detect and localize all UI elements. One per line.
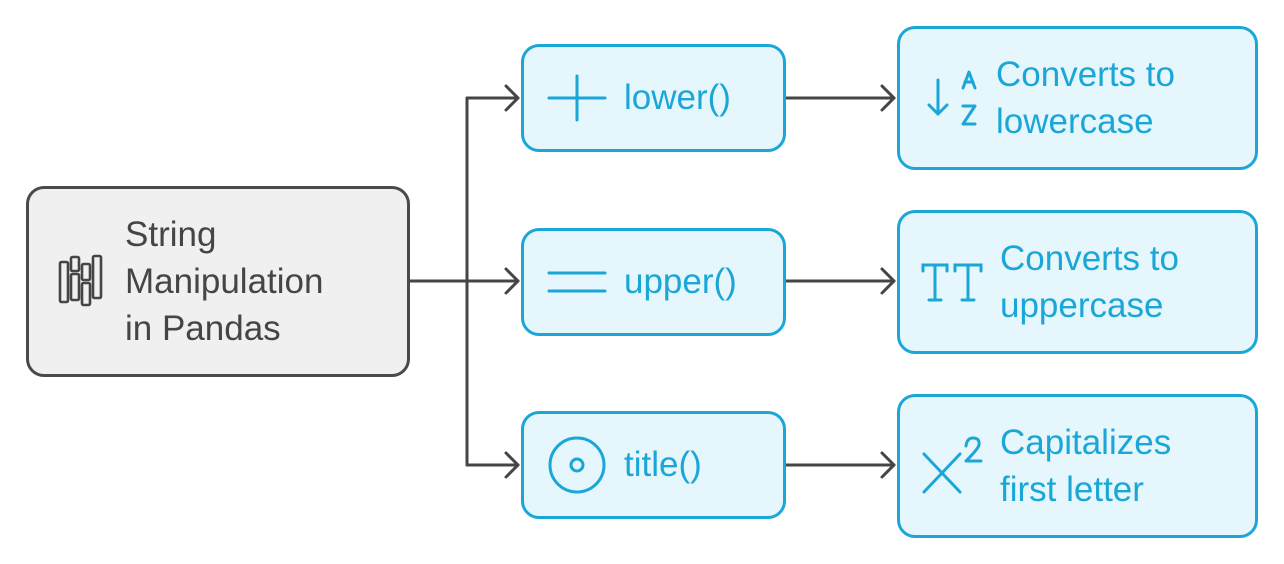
description-line: Converts to: [996, 55, 1175, 94]
arrowhead-lower-desc: [880, 84, 896, 112]
method-label-lower: lower(): [624, 78, 731, 117]
description-label-upper: Converts to uppercase: [1000, 235, 1179, 329]
description-node-lower: Converts to lowercase: [897, 26, 1258, 170]
description-label-lower: Converts to lowercase: [996, 51, 1175, 145]
root-node: String Manipulation in Pandas: [26, 186, 410, 377]
equals-icon: [547, 271, 607, 293]
description-line: first letter: [1000, 470, 1144, 509]
circle-dot-icon: [548, 436, 606, 494]
description-line: uppercase: [1000, 286, 1164, 325]
method-node-title: title(): [521, 411, 786, 519]
description-node-title: Capitalizes first letter: [897, 394, 1258, 538]
sort-down-az-icon: [927, 70, 977, 126]
root-label-line: Manipulation: [125, 262, 324, 301]
plus-icon: [547, 74, 607, 122]
method-label-upper: upper(): [624, 262, 737, 301]
arrowhead-upper: [504, 267, 520, 295]
description-node-upper: Converts to uppercase: [897, 210, 1258, 354]
root-label: String Manipulation in Pandas: [125, 211, 323, 352]
root-label-line: String: [125, 215, 217, 254]
description-line: lowercase: [996, 102, 1154, 141]
description-line: Capitalizes: [1000, 423, 1172, 462]
method-label-title: title(): [624, 445, 702, 484]
columns-icon: [58, 254, 103, 306]
arrowhead-title-desc: [880, 451, 896, 479]
description-line: Converts to: [1000, 239, 1179, 278]
arrowhead-upper-desc: [880, 267, 896, 295]
arrowhead-lower: [504, 84, 520, 112]
superscript-icon: [922, 436, 983, 494]
arrowhead-title: [504, 451, 520, 479]
method-node-lower: lower(): [521, 44, 786, 152]
description-label-title: Capitalizes first letter: [1000, 419, 1171, 513]
method-node-upper: upper(): [521, 228, 786, 336]
root-label-line: in Pandas: [125, 309, 281, 348]
text-size-icon: [921, 263, 983, 302]
